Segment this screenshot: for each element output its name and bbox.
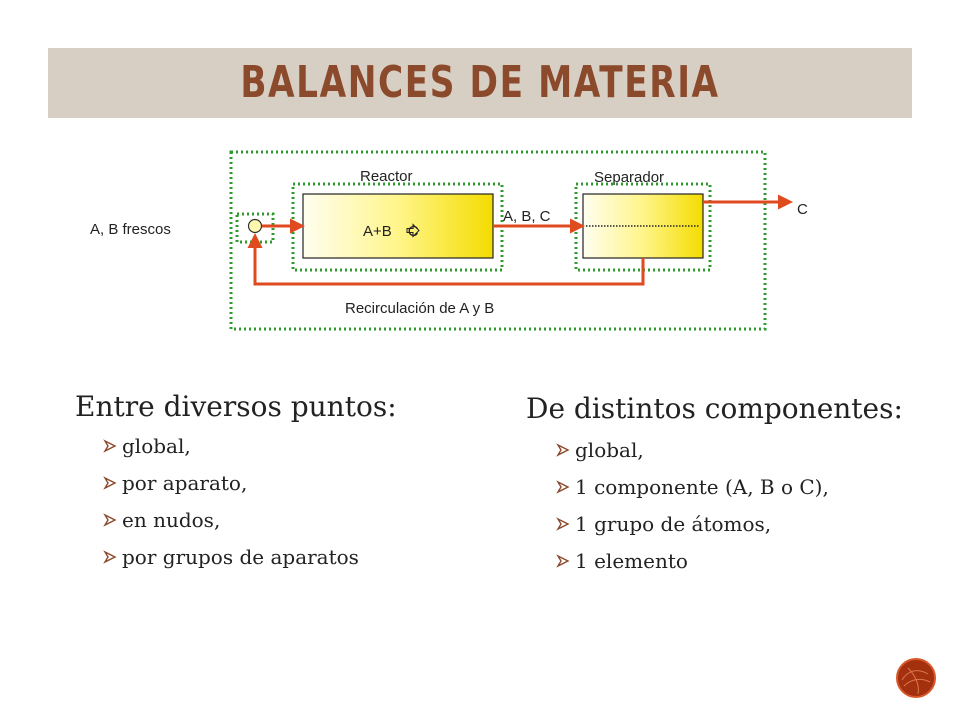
arrow-bullet-icon [556, 553, 570, 568]
list-item: por aparato, [103, 464, 397, 501]
list-item: 1 componente (A, B o C), [556, 468, 903, 505]
right-column: De distintos componentes: global, 1 comp… [526, 392, 903, 579]
mixer-node [247, 218, 263, 234]
reactor-unit [302, 193, 494, 259]
label-feed: A, B frescos [90, 221, 171, 238]
list-item: global, [556, 431, 903, 468]
label-separator: Separador [594, 169, 664, 186]
label-stream-mid: A, B, C [503, 208, 551, 225]
list-item: 1 elemento [556, 542, 903, 579]
arrow-bullet-icon [556, 442, 570, 457]
arrow-bullet-icon [103, 475, 117, 490]
left-column-heading: Entre diversos puntos: [75, 390, 397, 423]
arrow-bullet-icon [556, 516, 570, 531]
outline-right-arrow-icon [406, 223, 420, 238]
arrow-bullet-icon [103, 549, 117, 564]
left-column: Entre diversos puntos: global, por apara… [75, 390, 397, 575]
list-item: en nudos, [103, 501, 397, 538]
decorative-circle-icon [896, 658, 936, 698]
list-item: 1 grupo de átomos, [556, 505, 903, 542]
title-band: BALANCES DE MATERIA [48, 48, 912, 118]
slide-title: BALANCES DE MATERIA [240, 57, 720, 108]
list-item: global, [103, 427, 397, 464]
list-item: por grupos de aparatos [103, 538, 397, 575]
label-recycle: Recirculación de A y B [345, 300, 494, 317]
label-product: C [797, 201, 808, 218]
arrow-bullet-icon [103, 512, 117, 527]
system-boundary [229, 150, 767, 331]
label-reactor: Reactor [360, 168, 413, 185]
arrow-bullet-icon [556, 479, 570, 494]
right-column-heading: De distintos componentes: [526, 392, 903, 425]
right-column-list: global, 1 componente (A, B o C), 1 grupo… [556, 431, 903, 579]
left-column-list: global, por aparato, en nudos, por grupo… [103, 427, 397, 575]
arrow-bullet-icon [103, 438, 117, 453]
stream-recycle [247, 233, 645, 286]
